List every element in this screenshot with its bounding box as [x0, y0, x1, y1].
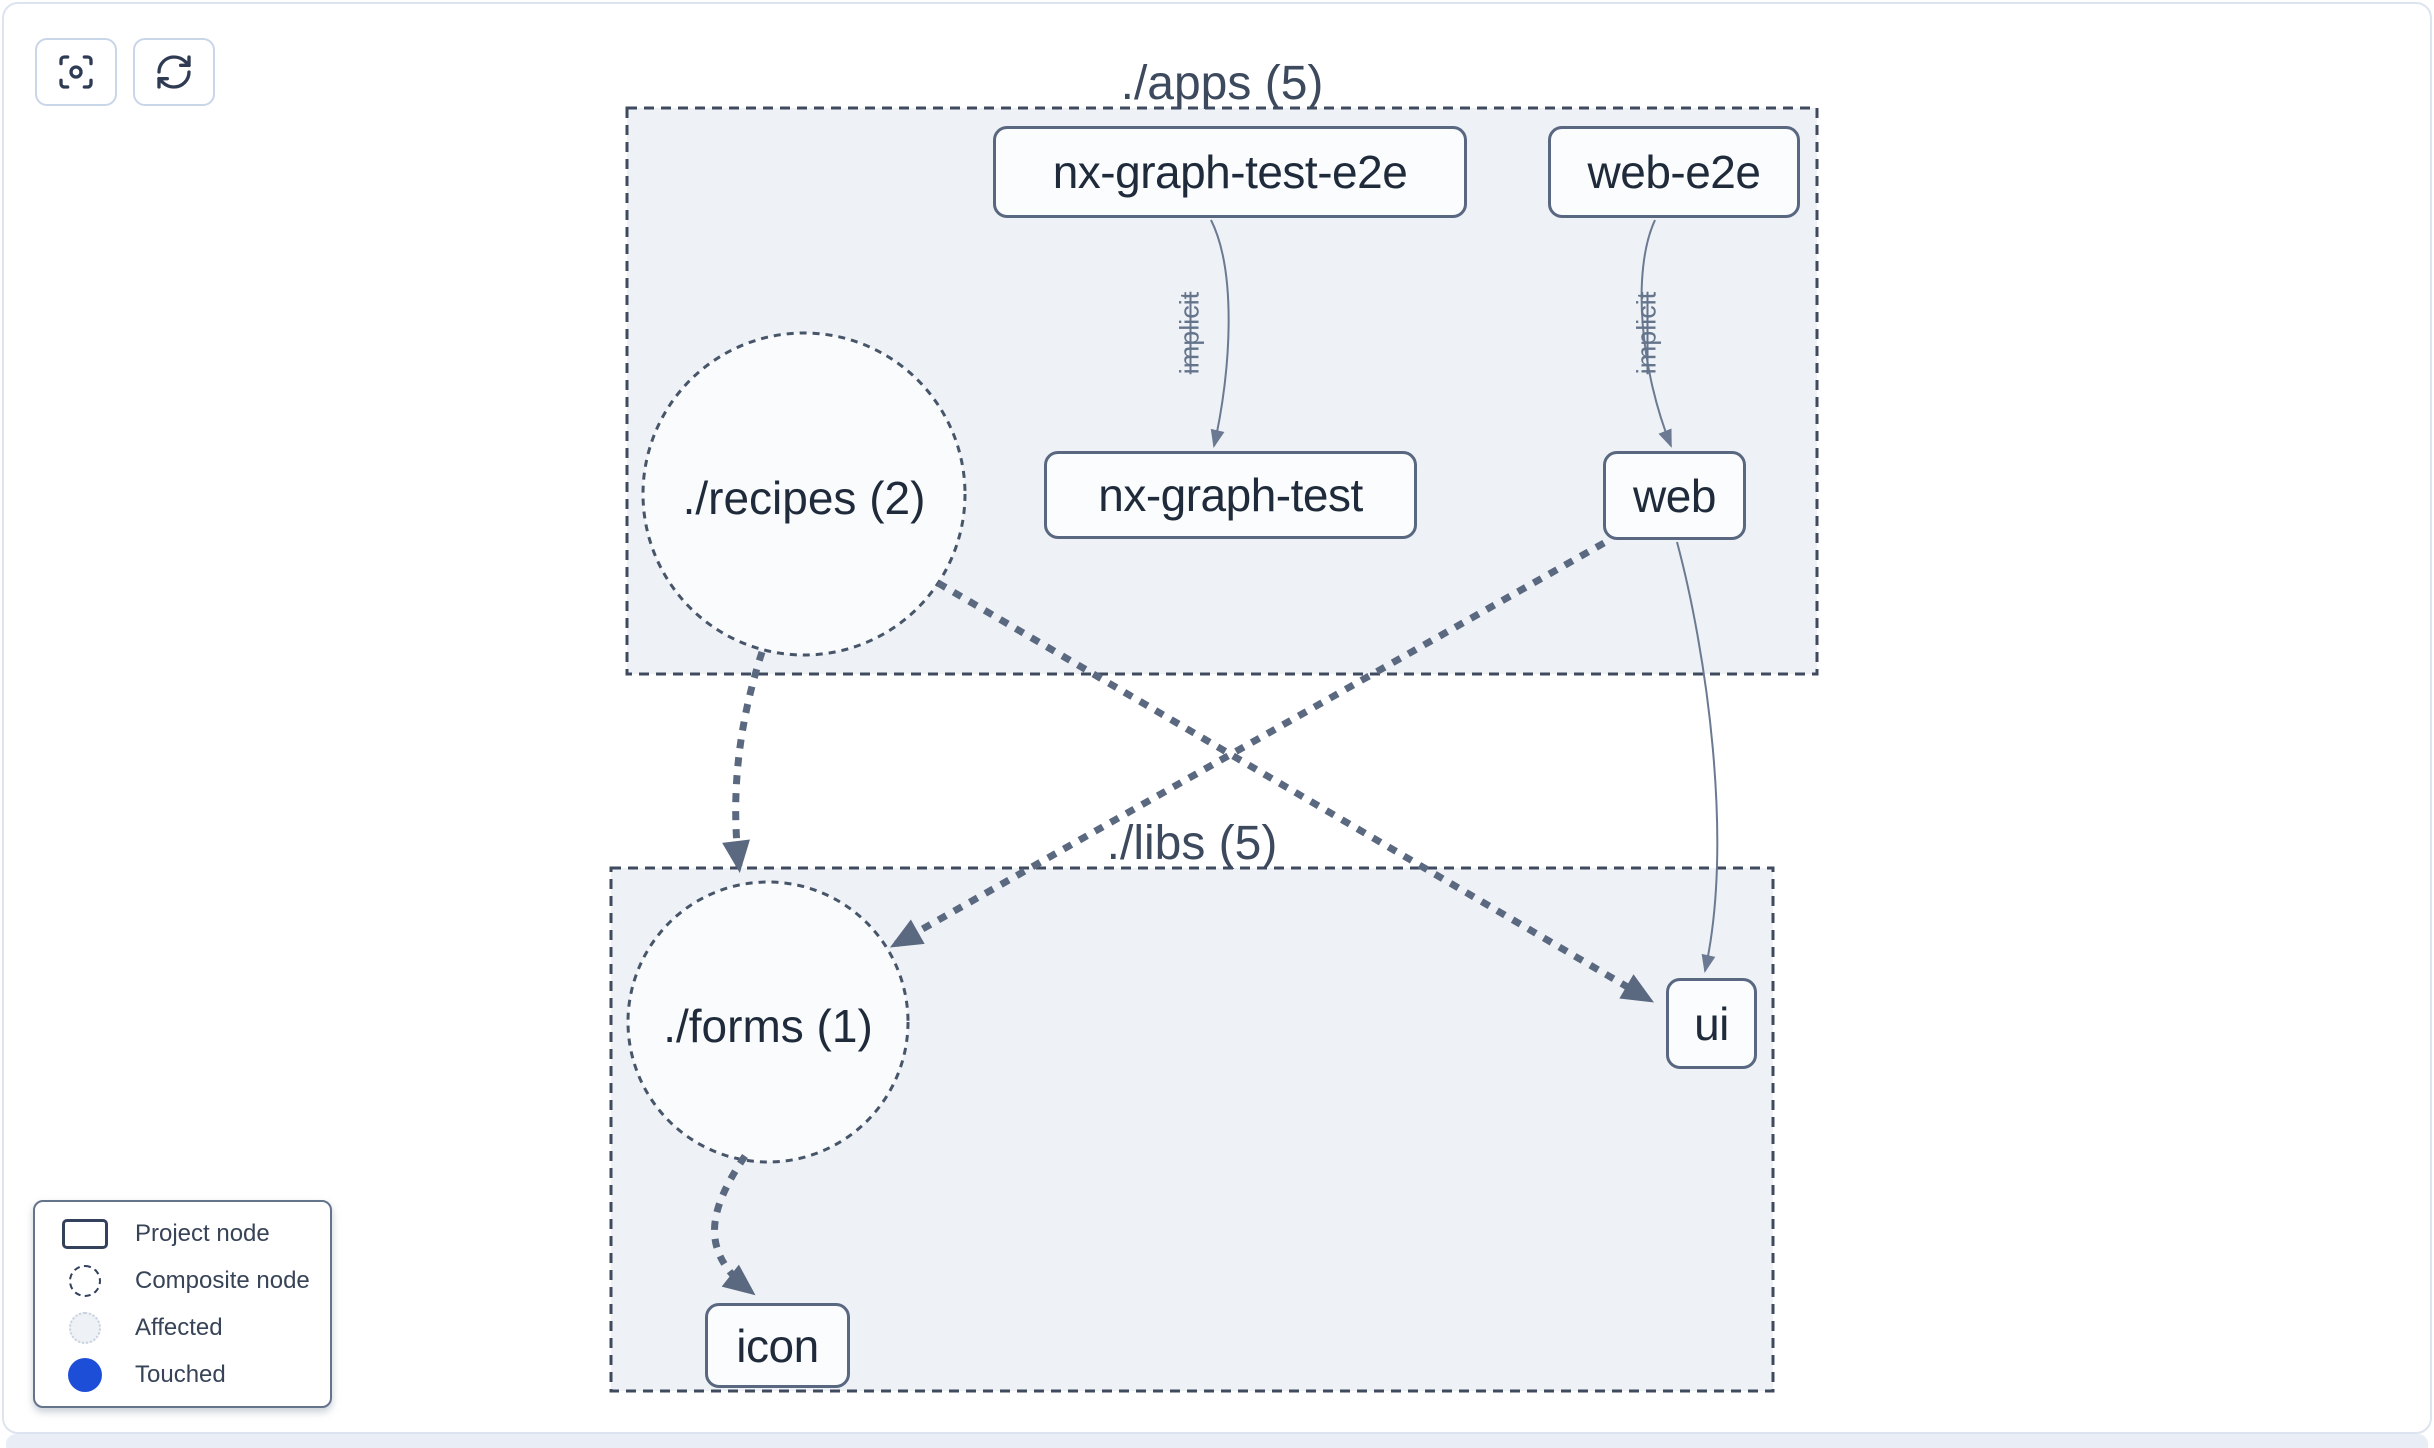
legend-row-affected: Affected — [35, 1306, 330, 1350]
legend-label: Project node — [135, 1219, 270, 1247]
edge-nx-graph-test-e2e-to-nx-graph-test[interactable] — [1210, 219, 1230, 448]
bottom-panel-edge — [6, 1434, 2428, 1448]
project-node-icon[interactable]: icon — [705, 1303, 850, 1388]
legend-row-project-node: Project node — [35, 1212, 330, 1256]
refresh-button[interactable] — [133, 38, 215, 106]
cluster-apps-title: ./apps (5) — [1120, 57, 1324, 110]
project-node-nx-graph-test-e2e[interactable]: nx-graph-test-e2e — [993, 126, 1467, 218]
legend-row-touched: Touched — [35, 1353, 330, 1397]
project-node-nx-graph-test[interactable]: nx-graph-test — [1044, 451, 1417, 539]
edge-web-to-ui[interactable] — [1676, 541, 1719, 973]
cluster-libs-title: ./libs (5) — [1106, 817, 1278, 870]
edge-label-implicit-1: implicit — [1174, 291, 1205, 375]
composite-node-recipes-label[interactable]: ./recipes (2) — [682, 472, 926, 524]
project-node-ui[interactable]: ui — [1666, 978, 1757, 1069]
legend-label: Composite node — [135, 1266, 310, 1294]
project-node-label: nx-graph-test-e2e — [1052, 146, 1408, 198]
toolbar — [35, 38, 215, 106]
composite-node-swatch — [69, 1264, 101, 1297]
project-node-label: web — [1633, 469, 1716, 522]
edge-web-e2e-to-web[interactable] — [1640, 219, 1672, 448]
focus-icon — [59, 55, 93, 89]
project-node-web-e2e[interactable]: web-e2e — [1548, 126, 1800, 218]
project-node-label: web-e2e — [1587, 146, 1761, 198]
focus-button[interactable] — [35, 38, 117, 106]
project-node-label: ui — [1694, 997, 1729, 1050]
touched-swatch — [68, 1357, 102, 1392]
edge-label-implicit-2: implicit — [1631, 291, 1662, 375]
edge-recipes-to-forms[interactable] — [722, 650, 766, 873]
legend-label: Affected — [135, 1313, 223, 1341]
project-node-label: icon — [736, 1319, 819, 1372]
composite-node-forms[interactable] — [626, 880, 910, 1164]
refresh-icon — [157, 55, 191, 89]
composite-node-recipes[interactable] — [641, 331, 967, 657]
edge-forms-to-icon[interactable] — [711, 1154, 756, 1296]
project-node-label: nx-graph-test — [1098, 469, 1363, 521]
composite-node-forms-label[interactable]: ./forms (1) — [663, 1000, 873, 1052]
legend-label: Touched — [135, 1360, 226, 1388]
legend: Project node Composite node Affected Tou… — [33, 1200, 332, 1408]
project-node-swatch — [62, 1218, 108, 1249]
legend-row-composite-node: Composite node — [35, 1259, 330, 1303]
project-node-web[interactable]: web — [1603, 451, 1746, 540]
affected-swatch — [69, 1311, 101, 1344]
edge-recipes-to-ui[interactable] — [936, 579, 1655, 1003]
